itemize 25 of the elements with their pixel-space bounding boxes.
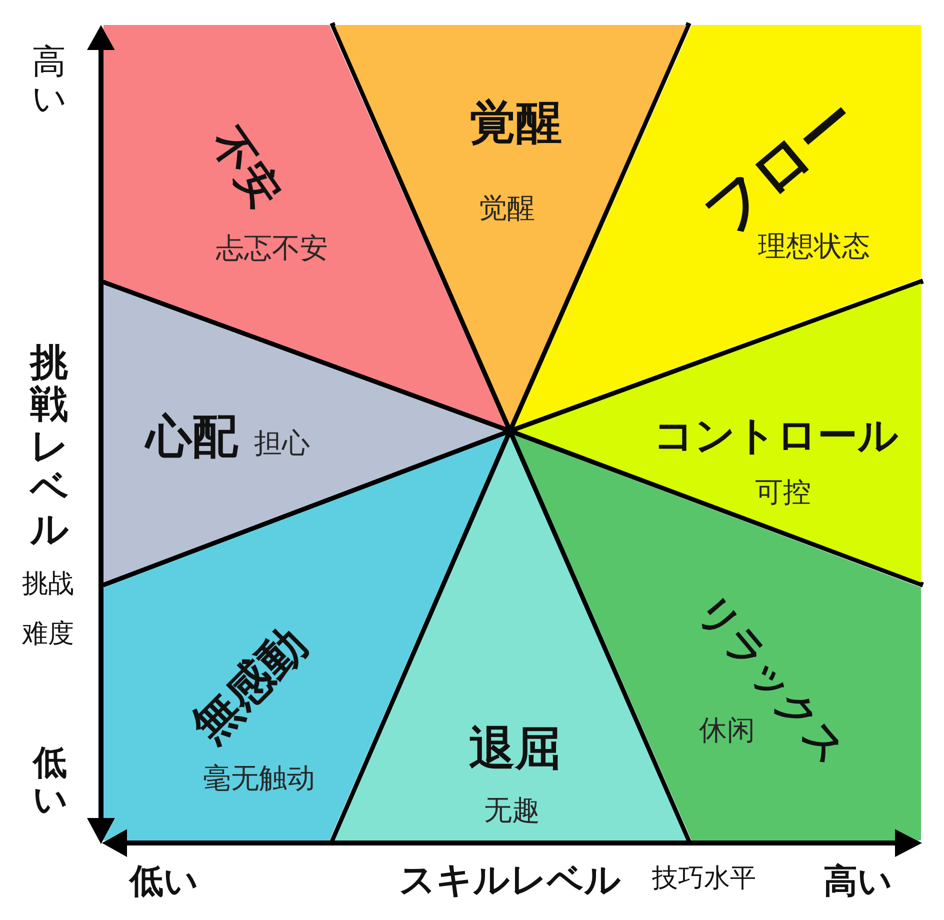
wedge-sector (104, 284, 504, 582)
sector-title: 無感動 (183, 619, 315, 751)
sector-subtitle: 理想状态 (758, 231, 870, 261)
sector-subtitle: 觉醒 (479, 193, 535, 223)
axis-end-label: 高い (32, 44, 66, 119)
axis-title: 挑戦レベル (30, 342, 68, 551)
axis-end-label: 低い (130, 863, 198, 901)
sector-title: 退屈 (469, 724, 561, 772)
wedge-sector (516, 284, 921, 582)
axis-end-label: 高い (824, 863, 892, 901)
sector-title: 不安 (204, 120, 288, 216)
axis-end-label: 低い (33, 745, 67, 820)
axis-title: スキルレベル (399, 861, 621, 901)
sector-subtitle: 无趣 (484, 795, 540, 825)
sector-subtitle: 毫无触动 (203, 763, 315, 793)
axis-subtitle: 技巧水平 (652, 864, 756, 894)
sector-title: 心配 (146, 412, 238, 460)
sector-subtitle: 休闲 (699, 715, 755, 745)
sector-subtitle: 忐忑不安 (216, 233, 328, 263)
sector-subtitle: 可控 (755, 477, 811, 507)
sector-title: 覚醒 (470, 98, 562, 146)
sector-subtitle: 担心 (254, 428, 310, 458)
wedge-sector (334, 25, 686, 426)
sector-title: コントロール (654, 415, 898, 457)
axis-subtitle: 挑战难度 (22, 568, 74, 651)
